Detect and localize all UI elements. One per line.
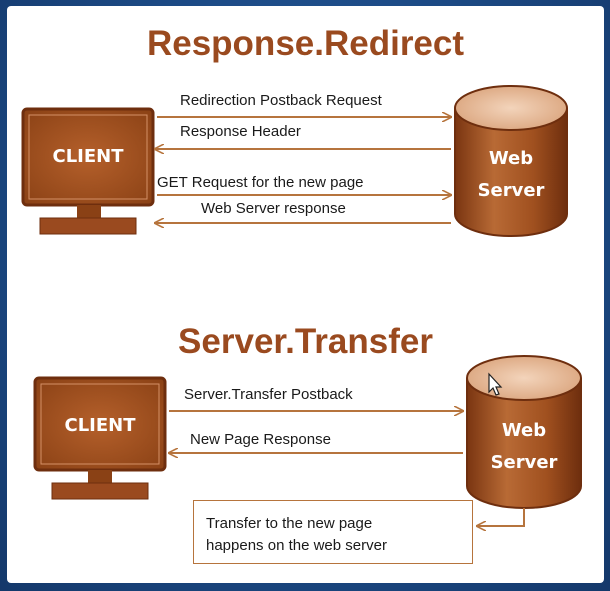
slide: Response.Redirect Server.Transfer — [7, 6, 604, 583]
client-label-bottom: CLIENT — [64, 415, 136, 436]
label-new-page-response: New Page Response — [190, 431, 331, 448]
web-server-bottom: Web Server — [466, 355, 582, 509]
label-redirection-postback: Redirection Postback Request — [180, 92, 382, 109]
server-label-bottom-line1: Web — [502, 420, 546, 441]
label-server-transfer-postback: Server.Transfer Postback — [184, 386, 353, 403]
web-server-top: Web Server — [454, 85, 568, 237]
transfer-note-box: Transfer to the new page happens on the … — [193, 500, 473, 564]
label-get-request: GET Request for the new page — [157, 174, 364, 191]
note-line-1: Transfer to the new page — [206, 515, 373, 532]
diagram-canvas: CLIENT Web Server CLIENT Web Server — [21, 85, 582, 583]
client-monitor-top: CLIENT — [21, 107, 155, 235]
response-redirect-title: Response.Redirect — [146, 24, 465, 63]
server-label-top-line1: Web — [489, 148, 533, 169]
label-web-server-response: Web Server response — [201, 200, 346, 217]
note-line-2: happens on the web server — [206, 537, 387, 554]
arrow-to-note — [477, 508, 525, 526]
server-transfer-title: Server.Transfer — [178, 322, 433, 361]
client-label-top: CLIENT — [52, 146, 124, 167]
label-response-header: Response Header — [180, 123, 301, 140]
client-monitor-bottom: CLIENT — [33, 376, 167, 500]
mouse-cursor-icon — [488, 372, 503, 396]
server-label-bottom-line2: Server — [491, 452, 558, 473]
server-label-top-line2: Server — [478, 180, 545, 201]
